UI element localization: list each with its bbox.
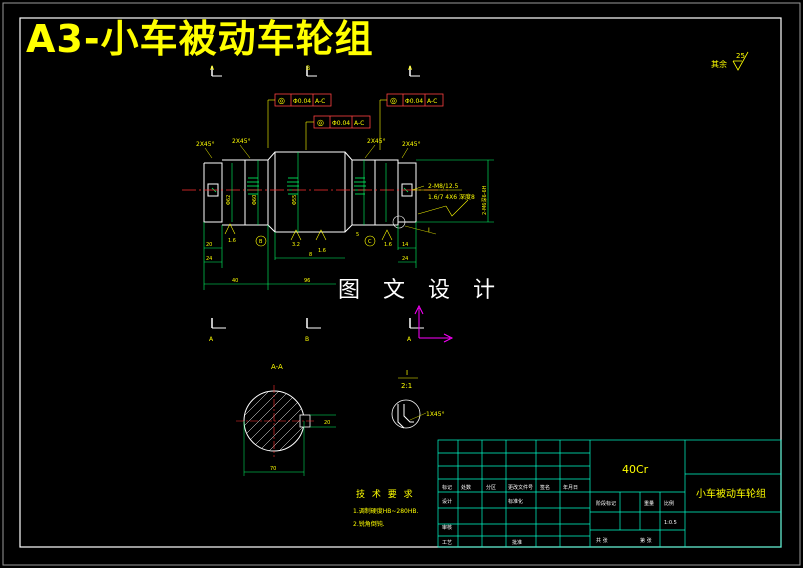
section-view-a-a: A-A 70 20 (236, 363, 336, 476)
svg-text:Φ0.04: Φ0.04 (293, 98, 311, 105)
svg-text:14: 14 (402, 242, 408, 248)
svg-text:A-C: A-C (427, 98, 437, 105)
svg-text:20: 20 (324, 420, 330, 426)
svg-text:24: 24 (206, 256, 212, 262)
svg-text:20: 20 (206, 242, 212, 248)
svg-text:工艺: 工艺 (442, 540, 452, 546)
drawing-frame (19, 17, 782, 548)
svg-text:◎: ◎ (390, 96, 397, 105)
svg-text:比例: 比例 (664, 500, 674, 507)
chamfer-label-3: 2X45° (367, 138, 386, 145)
svg-text:更改文件号: 更改文件号 (508, 484, 533, 491)
tech-req-heading: 技 术 要 求 (356, 488, 415, 500)
svg-text:A: A (210, 65, 215, 72)
svg-text:I: I (406, 369, 408, 377)
svg-text:1.6: 1.6 (384, 242, 392, 248)
tolerance-frame-3: ◎ Φ0.04 A-C (379, 93, 444, 150)
thread-hatch (211, 177, 409, 195)
tolerance-frame-2: ◎ Φ0.04 A-C (305, 115, 371, 150)
dim-right: 2-M6深6-6H (481, 185, 488, 215)
svg-text:C: C (368, 239, 372, 245)
svg-text:A-A: A-A (271, 363, 283, 371)
tech-req-item-2: 2.锐角倒钝. (353, 520, 385, 528)
svg-text:A: A (408, 65, 413, 72)
svg-text:分区: 分区 (486, 484, 496, 491)
chamfer-label-2: 2X45° (232, 138, 251, 145)
section-mark-b-top: B (306, 65, 317, 77)
svg-text:B: B (305, 336, 309, 343)
svg-text:A-C: A-C (354, 120, 364, 127)
svg-text:◎: ◎ (317, 118, 324, 127)
tech-req-item-1: 1.调制硬度HB~280HB. (353, 507, 418, 515)
length-dims (203, 222, 417, 290)
svg-text:3.2: 3.2 (292, 242, 300, 248)
svg-text:批准: 批准 (512, 539, 522, 546)
roughness-label: 其余 (711, 59, 727, 69)
thread-label-2: 1.6/7 4X6 深度8 (428, 193, 475, 201)
section-mark-a-bottom: A (209, 318, 226, 343)
detail-view-i: I 2:1 1X45° (391, 369, 445, 429)
chamfer-label-1: 2X45° (196, 141, 215, 148)
material-label: 40Cr (622, 463, 649, 476)
roughness-symbol-other: 其余 25 (711, 51, 749, 71)
dim-d1: Φ62 (226, 195, 232, 205)
svg-text:1X45°: 1X45° (426, 411, 445, 418)
svg-text:70: 70 (270, 466, 276, 472)
part-name-label: 小车被动车轮组 (696, 487, 766, 500)
drawing-title: A3-小车被动车轮组 (26, 17, 374, 61)
svg-text:I: I (428, 227, 430, 234)
title-block (437, 439, 782, 548)
section-mark-a-top-2: A (408, 65, 420, 77)
right-annotations: 2-M6深6-6H 2-M8/12.5 1.6/7 4X6 深度8 (411, 159, 494, 223)
diameter-dims (231, 152, 387, 232)
chamfer-label-4: 2X45° (402, 141, 421, 148)
svg-text:第 张: 第 张 (640, 537, 652, 544)
svg-text:24: 24 (402, 256, 408, 262)
svg-text:共 张: 共 张 (596, 537, 608, 544)
svg-text:B: B (306, 65, 310, 72)
svg-text:Φ0.04: Φ0.04 (405, 98, 423, 105)
svg-text:阶段标记: 阶段标记 (596, 500, 616, 507)
svg-text:A: A (209, 336, 214, 343)
ucs-axis-icon (414, 304, 454, 343)
svg-text:设计: 设计 (442, 498, 452, 505)
section-mark-b-bottom: B (305, 318, 321, 343)
svg-text:5: 5 (356, 232, 359, 238)
bottom-markers: 1.6 B 3.2 1.6 C 1.6 I 5 (224, 215, 437, 254)
tolerance-frame-1: ◎ Φ0.04 A-C (267, 93, 332, 148)
roughness-value: 25 (736, 52, 745, 60)
section-mark-a-top: A (210, 65, 222, 77)
svg-text:A: A (407, 336, 412, 343)
svg-text:1.6: 1.6 (318, 248, 326, 254)
thread-label-1: 2-M8/12.5 (428, 183, 459, 190)
svg-text:1.6: 1.6 (228, 238, 236, 244)
dim-d2: Φ60 (252, 195, 258, 205)
section-mark-a-bottom-2: A (407, 318, 424, 343)
watermark-text: 图 文 设 计 (338, 278, 503, 303)
svg-text:96: 96 (304, 278, 310, 284)
svg-text:审核: 审核 (442, 524, 452, 531)
svg-text:8: 8 (309, 252, 312, 258)
svg-text:处数: 处数 (461, 484, 471, 491)
svg-text:标记: 标记 (442, 484, 452, 491)
svg-text:2:1: 2:1 (401, 382, 412, 390)
svg-text:年月日: 年月日 (563, 484, 578, 491)
technical-requirements: 技 术 要 求 1.调制硬度HB~280HB. 2.锐角倒钝. (353, 488, 418, 528)
svg-text:1:0.5: 1:0.5 (664, 520, 677, 526)
svg-text:重量: 重量 (644, 500, 654, 507)
svg-text:B: B (259, 239, 263, 245)
svg-text:签名: 签名 (540, 484, 550, 491)
shaft-main-view (203, 151, 417, 233)
svg-text:Φ0.04: Φ0.04 (332, 120, 350, 127)
title-block-cells: 标记 处数 分区 更改文件号 签名 年月日 设计 标准化 审核 工艺 批准 阶段… (442, 484, 677, 546)
svg-text:40: 40 (232, 278, 238, 284)
svg-text:A-C: A-C (315, 98, 325, 105)
svg-text:◎: ◎ (278, 96, 285, 105)
dim-d3: Φ55 (292, 195, 298, 205)
svg-text:标准化: 标准化 (508, 498, 523, 505)
